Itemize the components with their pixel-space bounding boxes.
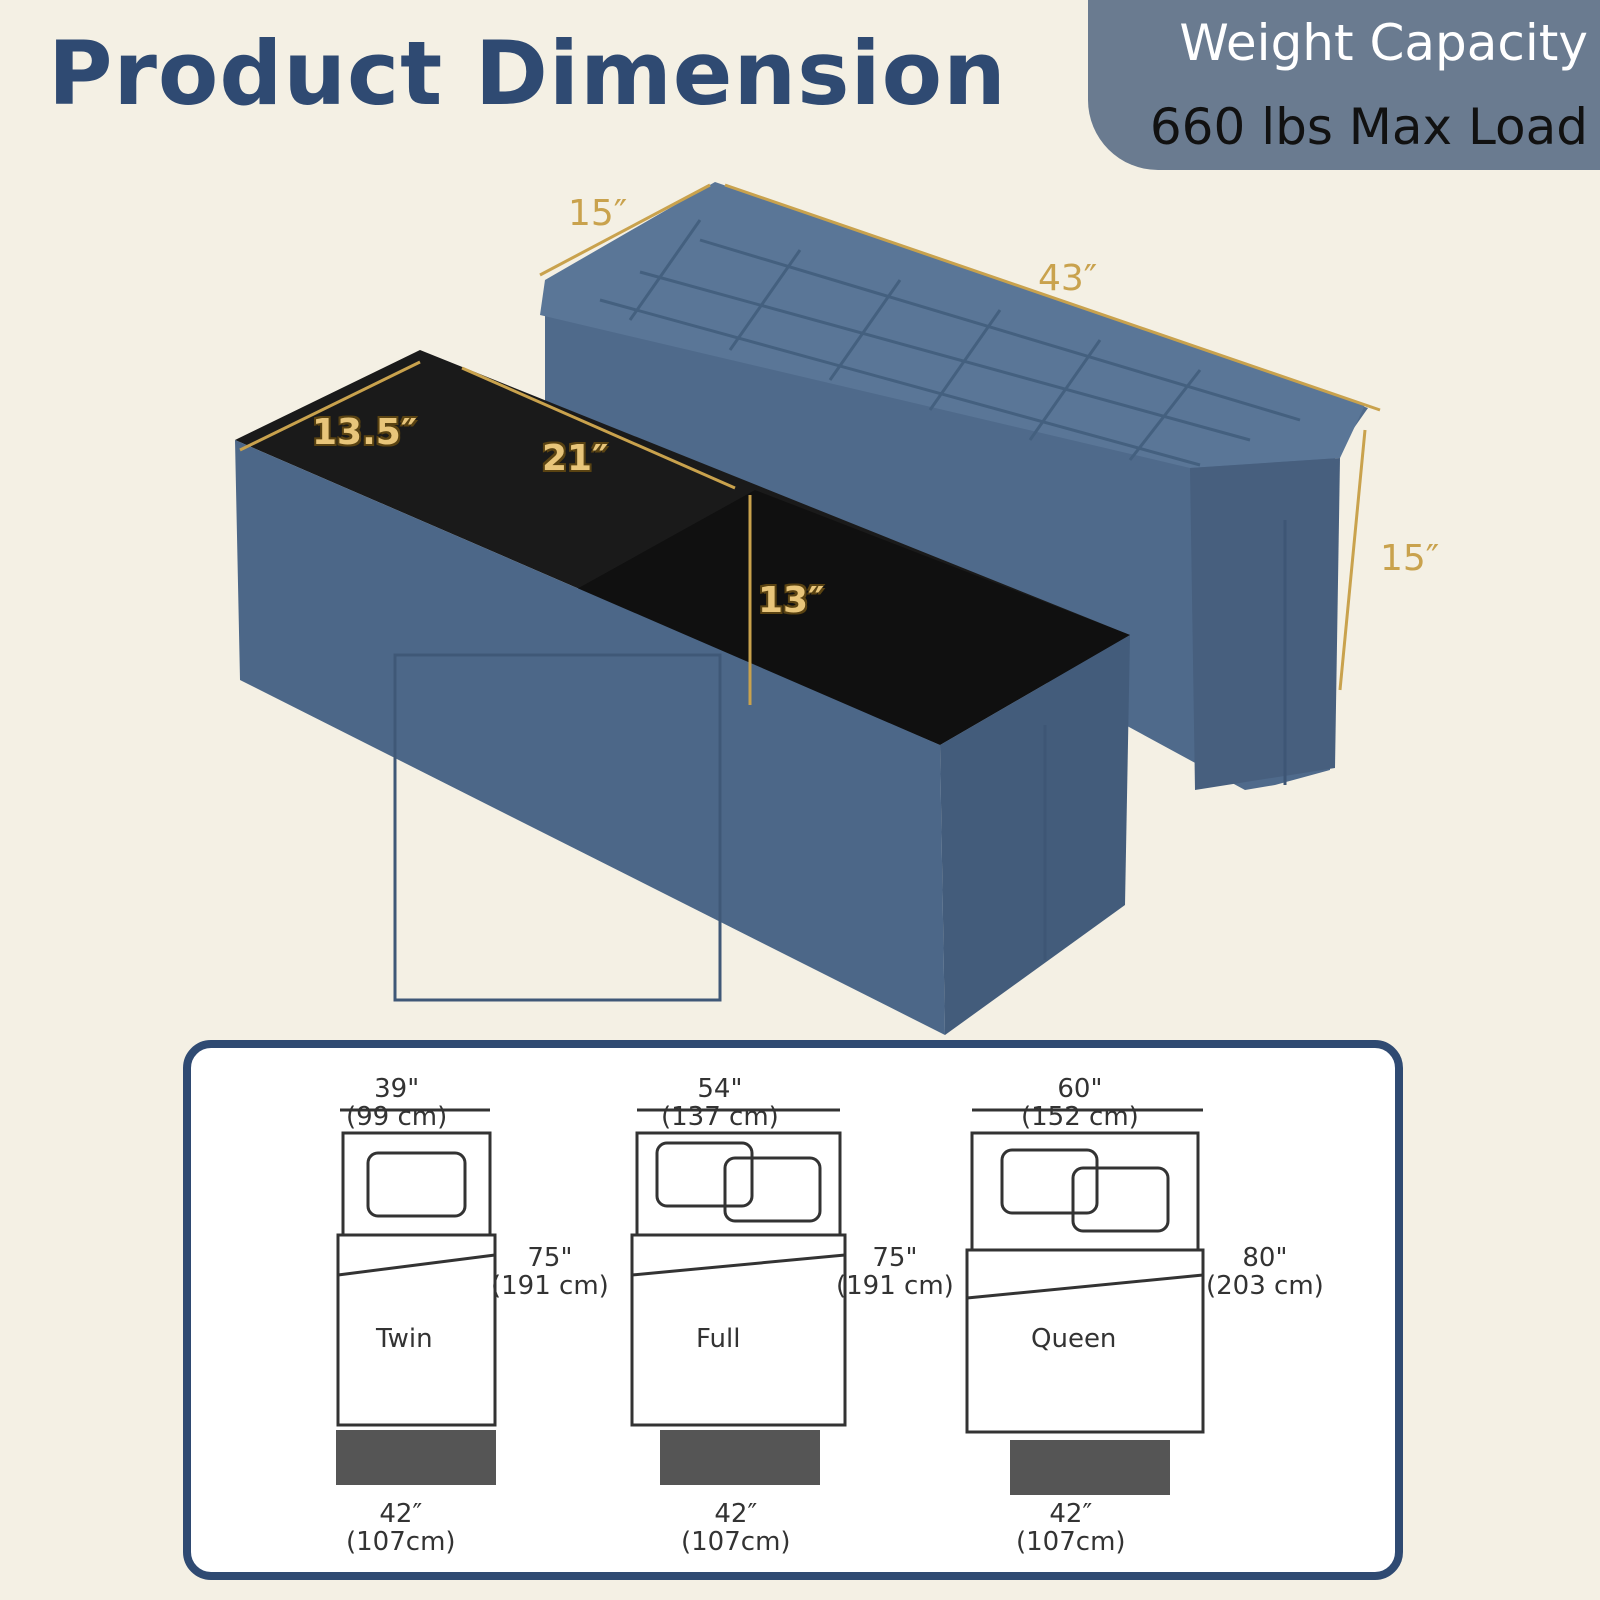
bench-full (660, 1430, 820, 1485)
capacity-label: Weight Capacity (1179, 14, 1588, 72)
ottoman-height-label: 15″ (1380, 538, 1440, 579)
storage-ottoman-illustration (235, 182, 1381, 1035)
full-width-label: 54"(137 cm) (661, 1074, 779, 1132)
dimension-lines (239, 183, 1381, 705)
twin-length-label: 75"(191 cm) (491, 1243, 609, 1301)
bed-diagrams (336, 1108, 1205, 1495)
full-length-label: 75"(191 cm) (836, 1243, 954, 1301)
bed-full-outline (630, 1108, 847, 1427)
queen-bench-label: 42″(107cm) (1016, 1499, 1126, 1557)
interior-depth-label: 13.5″ (312, 412, 417, 453)
ottoman-depth-label: 15″ (568, 193, 628, 234)
interior-length-label: 21″ (542, 438, 609, 479)
bed-size-comparison-panel: 39"(99 cm) 75"(191 cm) Twin 42″(107cm) 5… (183, 1040, 1403, 1580)
weight-capacity-badge: Weight Capacity 660 lbs Max Load (1088, 0, 1600, 170)
twin-name: Twin (376, 1324, 433, 1354)
bench-queen (1010, 1440, 1170, 1495)
queen-length-label: 80"(203 cm) (1206, 1243, 1324, 1301)
full-bench-label: 42″(107cm) (681, 1499, 791, 1557)
full-name: Full (696, 1324, 741, 1354)
closed-ottoman (540, 182, 1368, 790)
ottoman-length-label: 43″ (1038, 258, 1098, 299)
twin-bench-label: 42″(107cm) (346, 1499, 456, 1557)
page-title: Product Dimension (48, 22, 1007, 125)
twin-width-label: 39"(99 cm) (346, 1074, 448, 1132)
queen-name: Queen (1031, 1324, 1117, 1354)
bed-twin-outline (336, 1108, 497, 1427)
bench-twin (336, 1430, 496, 1485)
open-ottoman (235, 350, 1130, 1035)
capacity-value: 660 lbs Max Load (1149, 98, 1588, 156)
bed-queen-outline (965, 1108, 1205, 1434)
queen-width-label: 60"(152 cm) (1021, 1074, 1139, 1132)
interior-height-label: 13″ (758, 580, 825, 621)
